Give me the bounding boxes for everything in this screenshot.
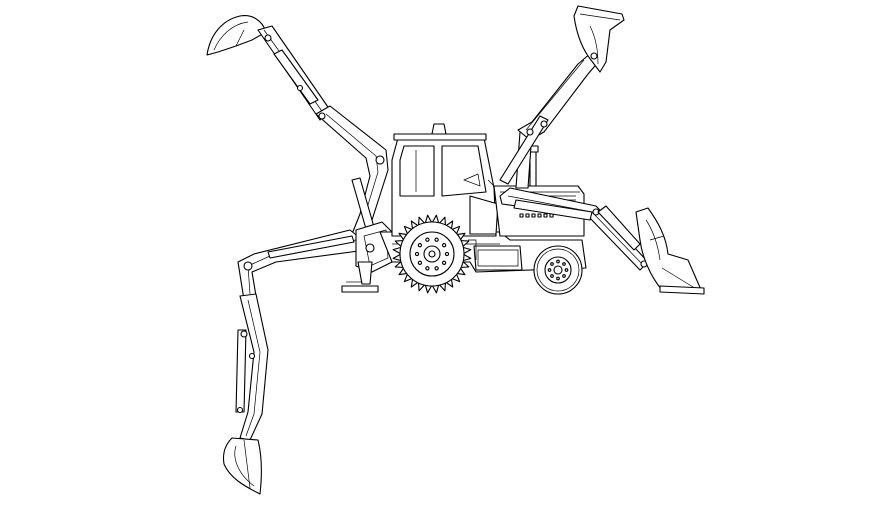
rear-wheel-bolt [425,266,430,271]
backhoe-raised-arm [206,15,389,245]
cab-front-window [441,145,487,197]
exhaust-pipe [529,149,537,187]
rear-wheel-bolt [414,251,420,257]
front-wheel-bolt [556,276,560,281]
rear-wheel-bolt [425,237,430,242]
fuel-tank [473,245,523,271]
stabilizer-pad [341,285,379,293]
loader-raised-arm [499,5,625,189]
rear-wheel-bolt [417,260,423,265]
front-wheel-bolt [562,274,566,278]
loader-raised-cylinder [499,115,549,185]
front-wheel-bolt [550,262,554,266]
stabilizer-leg [357,261,373,285]
backhoe-lowered-bucket [222,437,262,495]
loader-lowered-arm [499,187,705,295]
rear-wheel-bolt [441,260,447,265]
loader-lowered-bucket [635,207,703,293]
backhoe-raised-bucket [206,15,267,56]
rear-wheel-bolt [434,266,439,271]
front-wheel-bolt [550,274,554,278]
beacon-light [431,123,447,135]
front-wheel-bolt [547,268,552,272]
loader-raised-boom [517,51,601,141]
rear-wheel-bolt [444,251,450,257]
rear-wheel-bolt [441,243,447,248]
backhoe-raised-dipper-cylinder [273,49,319,105]
cab-door [469,195,499,235]
loader-lowered-cylinder [513,199,593,221]
rear-wheel-bolt [417,243,423,248]
backhoe-lowered-boom-cylinder [267,235,355,259]
loader-raised-bucket [573,5,625,73]
front-wheel [533,245,583,295]
backhoe-lowered-arm [222,229,367,495]
front-wheel-bolt [556,259,560,264]
rear-wheel-bolt [434,237,439,242]
rear-wheel [392,214,472,294]
front-wheel-bolt [564,268,569,272]
loader-tilt-link [597,205,641,251]
cab-rear-window [399,145,435,197]
backhoe-lowered-dipper-cylinder [235,329,247,413]
front-wheel-bolt [562,262,566,266]
hood-dots [519,213,554,218]
cab-roof [393,133,487,141]
